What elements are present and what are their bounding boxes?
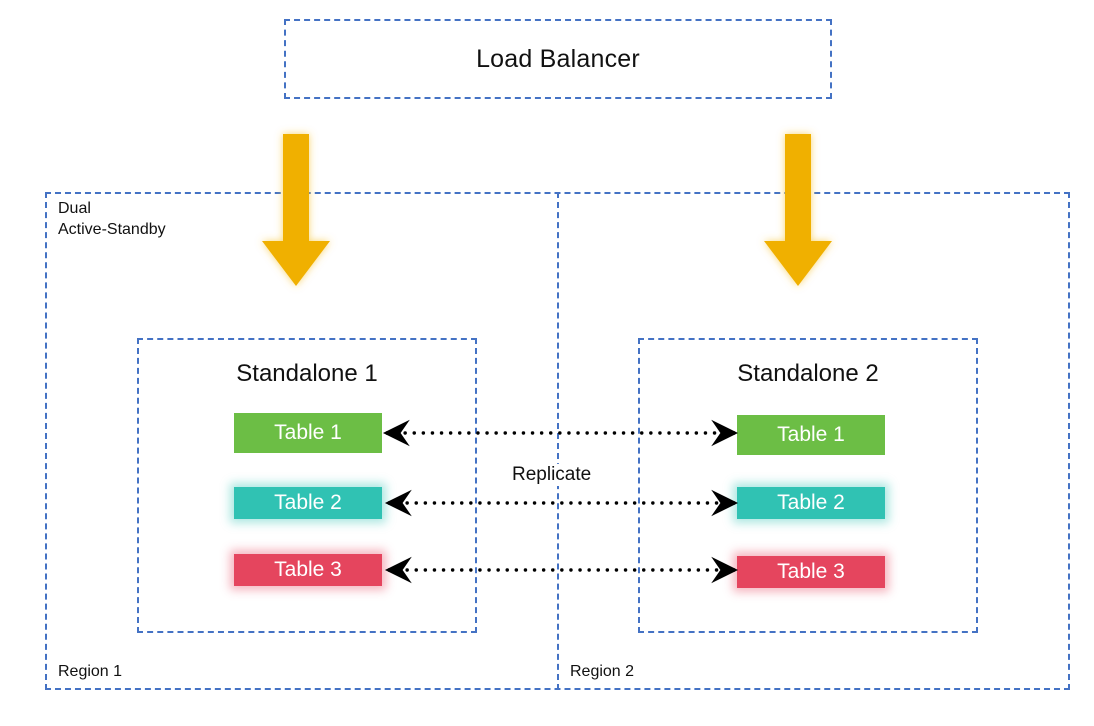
region-1-label: Region 1 [58, 663, 123, 680]
standalone-2-table-3[interactable]: Table 3 [737, 556, 885, 588]
standalone-1-table-2[interactable]: Table 2 [234, 487, 382, 519]
dual-active-standby-label: Dual Active-Standby [58, 200, 166, 238]
standalone-2-title: Standalone 2 [737, 360, 879, 387]
replicate-label: Replicate [508, 464, 596, 486]
standalone-1-title: Standalone 1 [236, 360, 378, 387]
load-balancer-box: Load Balancer [284, 19, 832, 99]
standalone-2-table-1[interactable]: Table 1 [737, 415, 885, 455]
standalone-1-table-3[interactable]: Table 3 [234, 554, 382, 586]
standalone-1-box: Standalone 1 [137, 338, 477, 633]
region-2-label: Region 2 [570, 663, 635, 680]
standalone-1-table-1[interactable]: Table 1 [234, 413, 382, 453]
region-divider [557, 192, 559, 690]
load-balancer-label: Load Balancer [476, 44, 640, 73]
standalone-2-table-2[interactable]: Table 2 [737, 487, 885, 519]
standalone-2-box: Standalone 2 [638, 338, 978, 633]
